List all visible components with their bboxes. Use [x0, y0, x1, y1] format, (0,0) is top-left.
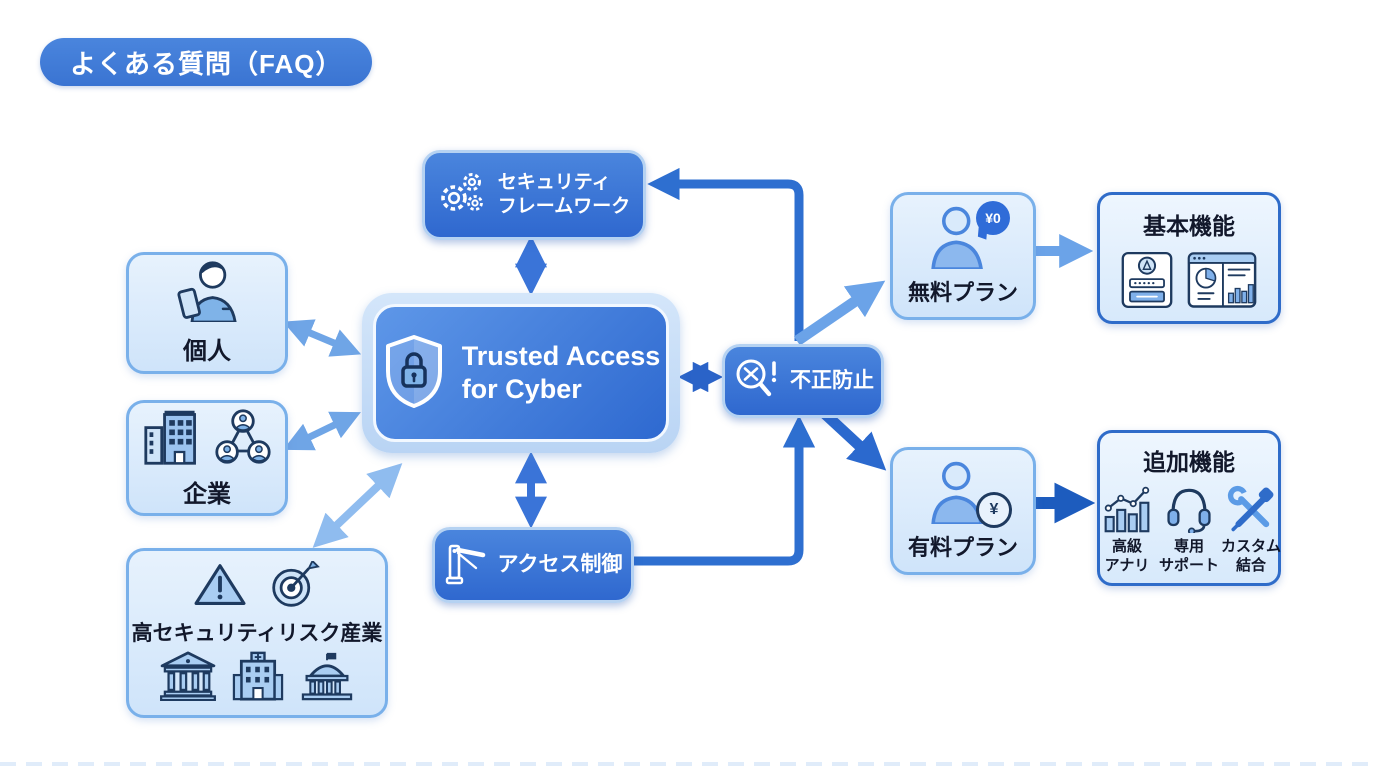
feature-basic: 基本機能 [1097, 192, 1281, 324]
arrow-individual-center [282, 319, 362, 357]
access-control-label: アクセス制御 [497, 552, 623, 576]
basic-features-title: 基本機能 [1143, 213, 1235, 239]
feature-support: 専用 サポート [1159, 485, 1219, 576]
barrier-gate-icon [444, 540, 486, 591]
arrow-fraud-to-free [793, 280, 886, 346]
arrow-fraud-to-paid [820, 408, 887, 471]
arrow-highrisk-center [312, 463, 403, 548]
feature-custom-integration: カスタム 結合 [1221, 485, 1281, 576]
node-access-control: アクセス制御 [432, 527, 634, 603]
node-security-framework: セキュリティ フレームワーク [422, 150, 646, 240]
high-risk-label: 高セキュリティリスク産業 [131, 622, 383, 645]
team-network-icon [214, 408, 272, 471]
page-title-label: よくある質問（FAQ） [70, 48, 343, 79]
gears-icon [438, 170, 486, 221]
bottom-divider [0, 762, 1376, 766]
page-title: よくある質問（FAQ） [40, 38, 373, 86]
center-title-line1: Trusted Access [461, 341, 661, 372]
audience-high-risk: 高セキュリティリスク産業 [126, 548, 388, 718]
dashboard-icon [1187, 251, 1257, 314]
free-plan-label: 無料プラン [907, 280, 1018, 305]
security-framework-label: セキュリティ フレームワーク [497, 172, 631, 217]
audience-enterprise: 企業 [126, 400, 288, 516]
shield-lock-icon [382, 333, 446, 414]
arrow-enterprise-center [283, 411, 361, 451]
building-icon [142, 407, 204, 472]
additional-features-title: 追加機能 [1143, 449, 1235, 475]
government-icon [298, 651, 356, 706]
user-icon [926, 460, 990, 529]
feature-additional: 追加機能 高級 アナリ [1097, 430, 1281, 586]
enterprise-label: 企業 [183, 481, 231, 508]
feature-analytics: 高級 アナリ [1099, 485, 1155, 576]
warning-icon [192, 562, 248, 613]
node-fraud-prevention: 不正防止 [722, 344, 884, 418]
fraud-prevention-label: 不正防止 [790, 368, 874, 392]
center-title-line2: for Cyber [461, 374, 582, 404]
hospital-icon [232, 651, 284, 706]
individual-label: 個人 [183, 338, 231, 365]
plan-free: ¥0 無料プラン [890, 192, 1036, 320]
node-trusted-access: Trusted Access for Cyber [362, 293, 680, 453]
headset-icon [1164, 485, 1214, 538]
plan-paid: ¥ 有料プラン [890, 447, 1036, 575]
bank-icon [158, 650, 218, 706]
person-phone-icon [169, 260, 245, 327]
login-form-icon [1121, 251, 1173, 314]
fraud-scan-icon [732, 357, 782, 406]
paid-plan-label: 有料プラン [907, 535, 1018, 560]
target-icon [266, 558, 322, 614]
free-badge: ¥0 [976, 201, 1010, 235]
analytics-icon [1102, 485, 1152, 538]
audience-individual: 個人 [126, 252, 288, 374]
yen-coin-icon: ¥ [976, 492, 1012, 528]
user-icon [926, 205, 990, 274]
tools-icon [1226, 485, 1276, 538]
center-title: Trusted Access for Cyber [462, 340, 661, 406]
